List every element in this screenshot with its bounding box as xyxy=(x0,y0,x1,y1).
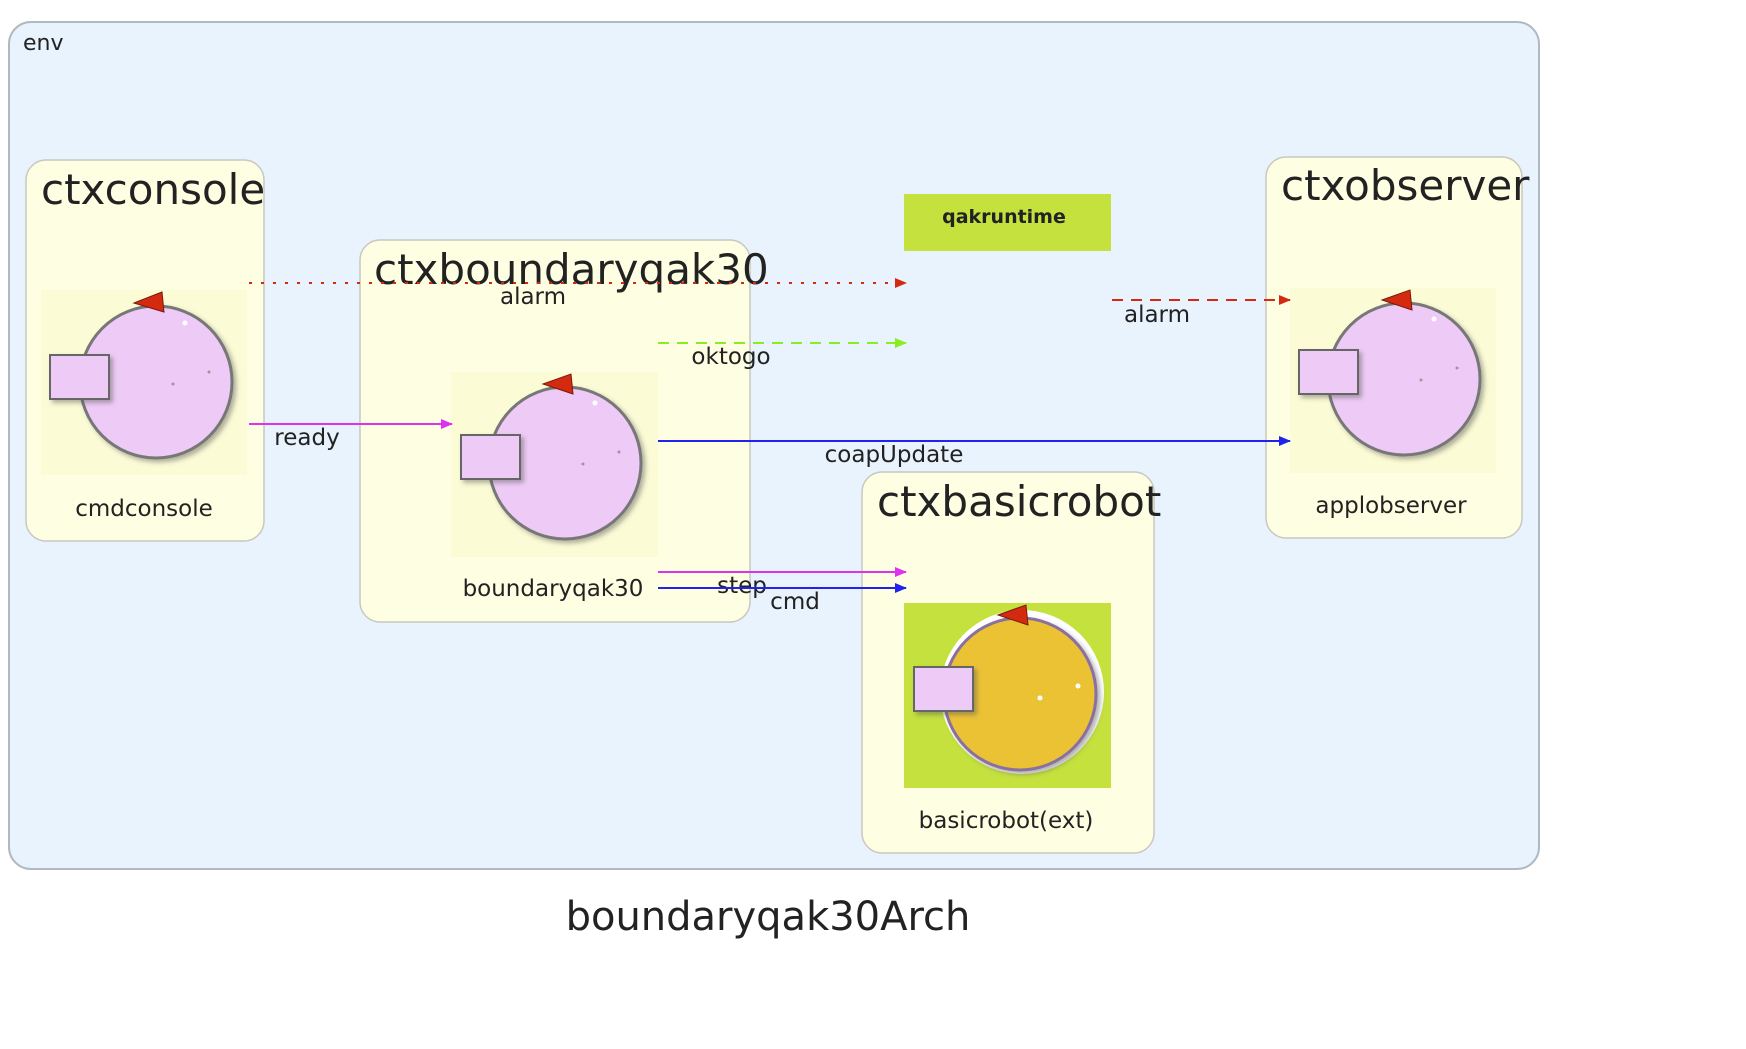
diagram-caption: boundaryqak30Arch xyxy=(566,894,971,940)
edge-label-alarm: alarm xyxy=(500,284,566,310)
edge-ready: ready xyxy=(249,419,453,451)
edge-coapUpdate: coapUpdate xyxy=(658,436,1291,468)
ctx-cluster-console: ctxconsole cmdconsole xyxy=(25,159,265,542)
ctx-title-observer: ctxobserver xyxy=(1281,161,1530,210)
edge-oktogo: oktogo xyxy=(658,338,907,370)
actor-node-boundaryqak30[interactable]: boundaryqak30 xyxy=(451,372,658,602)
ctx-cluster-observer: ctxobserver applobserver xyxy=(1265,156,1530,539)
edge-label-ready: ready xyxy=(274,425,339,451)
ctx-title-boundary: ctxboundaryqak30 xyxy=(374,245,769,294)
edge-label-cmd: cmd xyxy=(770,589,820,615)
ctx-cluster-basicrobot: ctxbasicrobot basicrobot(ext) xyxy=(861,471,1161,854)
edge-step: step xyxy=(658,567,907,599)
actor-label-basicrobot: basicrobot(ext) xyxy=(919,808,1094,834)
edge-label-oktogo: oktogo xyxy=(691,344,770,370)
env-label: env xyxy=(23,31,64,56)
actor-icon xyxy=(1298,289,1482,457)
env-cluster: env xyxy=(8,21,1540,870)
edge-label-alarm: alarm xyxy=(1124,302,1190,328)
actor-label-boundaryqak30: boundaryqak30 xyxy=(463,576,644,602)
runtime-label: qakruntime xyxy=(942,206,1066,228)
ctx-cluster-boundary: ctxboundaryqak30 boundaryqak30 xyxy=(359,239,769,623)
actor-node-basicrobot[interactable]: basicrobot(ext) xyxy=(904,603,1111,834)
edge-label-step: step xyxy=(717,573,767,599)
edge-label-coapUpdate: coapUpdate xyxy=(825,442,964,468)
actor-icon xyxy=(913,604,1104,774)
actor-icon xyxy=(49,291,234,460)
actor-icon xyxy=(460,373,643,541)
edge-cmd: cmd xyxy=(658,583,907,615)
actor-label-applobserver: applobserver xyxy=(1315,493,1467,519)
actor-node-applobserver[interactable]: applobserver xyxy=(1290,288,1496,519)
ctx-title-basicrobot: ctxbasicrobot xyxy=(877,477,1161,526)
edge-alarm-runtime-observer: alarm xyxy=(1112,295,1291,328)
actor-node-cmdconsole[interactable]: cmdconsole xyxy=(41,290,247,522)
actor-label-cmdconsole: cmdconsole xyxy=(75,496,213,522)
edge-alarm-console-runtime: alarm xyxy=(249,278,907,310)
runtime-node[interactable]: qakruntime xyxy=(904,194,1111,251)
ctx-title-console: ctxconsole xyxy=(41,165,265,214)
